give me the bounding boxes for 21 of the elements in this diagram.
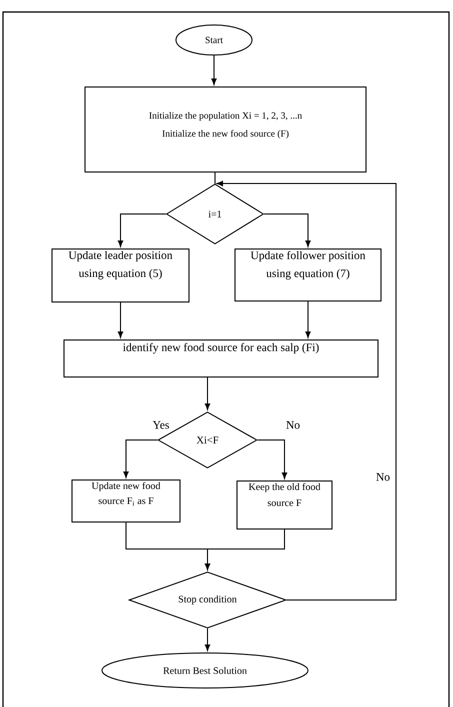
arrow — [118, 302, 124, 338]
process-box: identify new food source for each salp (Fi) — [64, 340, 378, 378]
arrow — [118, 214, 166, 247]
terminal-oval: Start — [176, 24, 252, 56]
terminal-oval: Return Best Solution — [102, 652, 308, 688]
process-box: Update follower position using equation (7) — [234, 248, 382, 302]
arrow — [257, 440, 288, 479]
arrow — [123, 440, 158, 478]
process-box: Keep the old food source F — [236, 480, 332, 530]
arrow — [204, 628, 210, 651]
arrow — [204, 377, 210, 410]
arrow — [216, 180, 396, 600]
arrow — [211, 55, 217, 85]
edge-label: No — [284, 420, 302, 430]
arrow — [264, 214, 311, 247]
process-box: Update new food source F$_{i}$ as F — [72, 480, 180, 522]
process-box: Update leader position using equation (5) — [52, 248, 190, 302]
edge-label: No — [374, 472, 392, 482]
arrow — [305, 301, 311, 338]
arrow — [204, 529, 285, 570]
process-box: Initialize the population Xi = 1, 2, 3, ...n Initialize the new food source (F) — [84, 86, 366, 172]
